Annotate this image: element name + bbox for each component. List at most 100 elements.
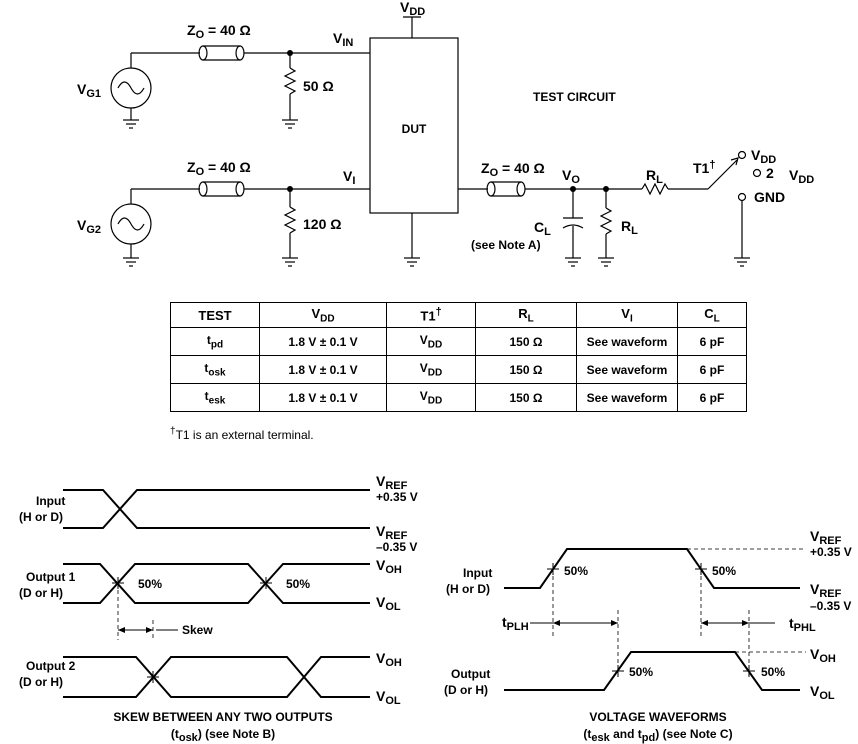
- vw-input-label: Input: [463, 566, 492, 580]
- zo3-label: ZO = 40 Ω: [481, 160, 545, 179]
- input-label: Input: [36, 494, 65, 508]
- ground-symbol: [123, 119, 139, 129]
- rl-series-label: RL: [646, 167, 663, 186]
- dut-box: [369, 37, 459, 214]
- vw-pct-out-1: 50%: [629, 665, 653, 679]
- test-circuit-title: TEST CIRCUIT: [533, 90, 616, 104]
- input-waveform-b: [63, 489, 370, 529]
- vol2-label: VOL: [376, 688, 401, 707]
- vw-output-waveform: [504, 651, 800, 691]
- cell-rl: 150 Ω: [475, 327, 577, 356]
- ground-symbol: [404, 257, 420, 267]
- input-sub-label: (H or D): [19, 510, 63, 524]
- header-vdd: VDD: [259, 302, 387, 328]
- table-row: tesk 1.8 V ± 0.1 V VDD 150 Ω See wavefor…: [170, 383, 747, 412]
- pct-50-1: 50%: [138, 577, 162, 591]
- vw-pct-in-2: 50%: [712, 564, 736, 578]
- cell-vdd: 1.8 V ± 0.1 V: [259, 355, 387, 384]
- tphl-label: tPHL: [789, 615, 816, 634]
- vw-input-waveform: [504, 548, 800, 589]
- vref-hi-label: VREF: [376, 473, 408, 492]
- cell-vi: See waveform: [576, 383, 678, 412]
- header-cl: CL: [677, 302, 747, 328]
- ground-symbol: [734, 257, 750, 267]
- skew-caption-2: (tosk) (see Note B): [171, 727, 275, 744]
- tplh-label: tPLH: [502, 614, 529, 633]
- coax-line-3: [486, 181, 526, 197]
- cell-vdd: 1.8 V ± 0.1 V: [259, 327, 387, 356]
- output1-waveform-b: [63, 563, 370, 604]
- pct-50-2: 50%: [286, 577, 310, 591]
- cell-test: tesk: [170, 383, 260, 412]
- test-circuit: DUT VDD VG1 ZO = 40: [77, 0, 814, 267]
- ground-symbol: [123, 257, 139, 267]
- test-conditions-table: TEST VDD T1† RL VI CL tpd 1.8 V ± 0.1 V …: [170, 302, 747, 412]
- vw-caption-1: VOLTAGE WAVEFORMS: [589, 710, 726, 724]
- skew-label: Skew: [182, 623, 213, 637]
- ground-symbol: [282, 257, 298, 267]
- switch-terminal-2: [752, 168, 762, 178]
- rl-shunt-label: RL: [621, 218, 638, 237]
- t1-label: T1†: [693, 159, 715, 176]
- output1-sub-label: (D or H): [19, 586, 63, 600]
- ground-symbol: [282, 119, 298, 129]
- switch-t1: [707, 159, 738, 190]
- vw-voh-label: VOH: [810, 646, 836, 665]
- voh2-label: VOH: [376, 650, 402, 669]
- vol-label: VOL: [376, 594, 401, 613]
- vg2-label: VG2: [77, 217, 101, 236]
- sw-2-label: 2: [766, 165, 774, 181]
- vw-vref-lo-value: –0.35 V: [810, 599, 851, 613]
- output2-waveform-b: [63, 656, 370, 698]
- vin-label: VIN: [333, 30, 353, 49]
- header-t1: T1†: [386, 302, 476, 328]
- skew-caption-1: SKEW BETWEEN ANY TWO OUTPUTS: [113, 710, 332, 724]
- cell-rl: 150 Ω: [475, 355, 577, 384]
- voh-label: VOH: [376, 557, 402, 576]
- vi-label: VI: [343, 168, 355, 187]
- cell-cl: 6 pF: [677, 383, 747, 412]
- r120-label: 120 Ω: [303, 216, 341, 232]
- table-footnote: †T1 is an external terminal.: [170, 426, 314, 442]
- cell-rl: 150 Ω: [475, 383, 577, 412]
- vdd-right-label: VDD: [789, 167, 814, 186]
- vg1-label: VG1: [77, 81, 101, 100]
- header-rl: RL: [475, 302, 577, 328]
- vw-vref-hi-value: +0.35 V: [810, 545, 852, 559]
- cell-cl: 6 pF: [677, 327, 747, 356]
- cell-t1: VDD: [386, 355, 476, 384]
- cell-vdd: 1.8 V ± 0.1 V: [259, 383, 387, 412]
- vw-output-sub-label: (D or H): [444, 683, 488, 697]
- zo2-label: ZO = 40 Ω: [187, 159, 251, 178]
- output1-label: Output 1: [26, 570, 76, 584]
- output2-waveform-a: [63, 656, 370, 698]
- vw-pct-out-2: 50%: [761, 665, 785, 679]
- output2-sub-label: (D or H): [19, 675, 63, 689]
- resistor-rl-series: [641, 182, 669, 196]
- cell-vi: See waveform: [576, 327, 678, 356]
- r50-label: 50 Ω: [303, 78, 334, 94]
- vw-caption-2: (tesk and tpd) (see Note C): [583, 727, 732, 744]
- table-header-row: TEST VDD T1† RL VI CL: [170, 302, 747, 328]
- ground-symbol: [598, 257, 614, 267]
- header-vi: VI: [576, 302, 678, 328]
- vw-vref-hi-label: VREF: [810, 528, 842, 547]
- cell-test: tosk: [170, 355, 260, 384]
- output1-waveform-a: [63, 563, 370, 604]
- resistor-120: [283, 206, 297, 234]
- vw-output-label: Output: [451, 667, 490, 681]
- cell-vi: See waveform: [576, 355, 678, 384]
- sw-vdd-label: VDD: [751, 147, 776, 166]
- skew-waveforms: Input (H or D) VREF +0.35 V VREF –0.35 V…: [19, 473, 418, 744]
- vref-hi-value: +0.35 V: [376, 490, 418, 504]
- output2-label: Output 2: [26, 659, 76, 673]
- vw-vref-lo-label: VREF: [810, 581, 842, 600]
- cell-t1: VDD: [386, 383, 476, 412]
- vdd-top-label: VDD: [400, 0, 425, 18]
- cell-t1: VDD: [386, 327, 476, 356]
- dut-label: DUT: [402, 122, 427, 136]
- voltage-waveforms: VREF +0.35 V VREF –0.35 V Input (H or D)…: [444, 528, 852, 744]
- header-test: TEST: [170, 302, 260, 328]
- coax-line-1: [198, 45, 245, 61]
